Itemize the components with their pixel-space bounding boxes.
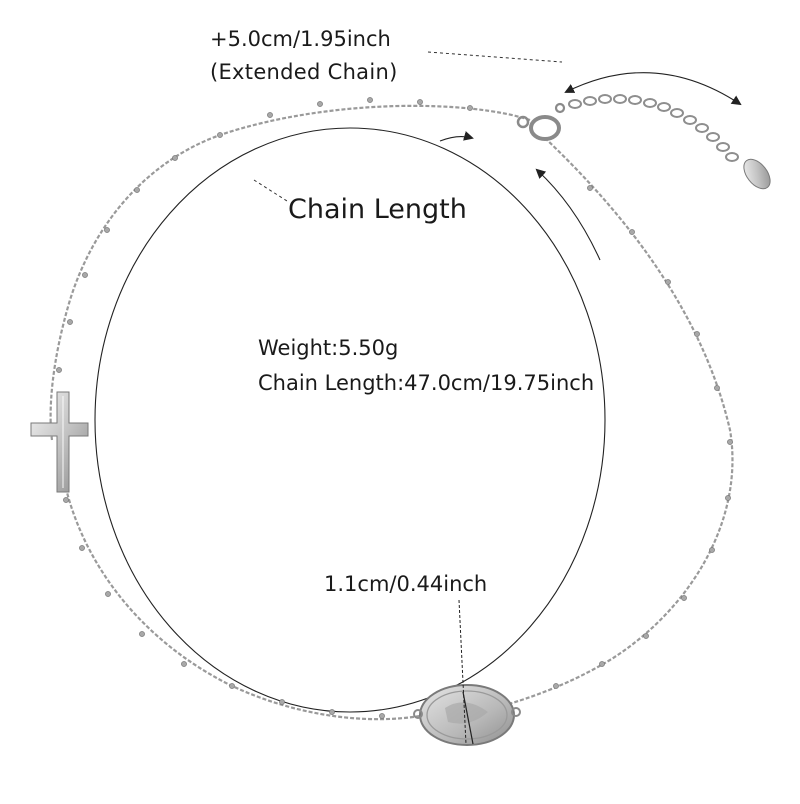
chain-length-arrow (439, 131, 474, 142)
extended-length-label: +5.0cm/1.95inch (210, 27, 391, 51)
chain-length-leader (253, 179, 288, 202)
chain-length-arrow-right (535, 168, 601, 261)
chain-length-title: Chain Length (288, 194, 467, 225)
pendant-dimension-line (458, 599, 467, 745)
extension-tag (743, 158, 771, 190)
weight-spec: Weight:5.50g (258, 336, 399, 360)
cross-charm (30, 391, 89, 493)
extension-chain (568, 94, 739, 162)
extension-arrow (564, 72, 742, 106)
pendant-size-label: 1.1cm/0.44inch (324, 572, 488, 596)
chain-strand-left-lower (60, 469, 421, 721)
chain-strand-right (504, 137, 734, 707)
chain-strand (49, 104, 531, 441)
chain-length-guide-circle (94, 127, 606, 713)
chain-beads (56, 97, 733, 719)
extension-leader (427, 51, 563, 63)
pendant-dimension-line-2 (462, 691, 474, 745)
chain-length-spec: Chain Length:47.0cm/19.75inch (258, 371, 595, 395)
extended-chain-caption: (Extended Chain) (210, 60, 398, 84)
lobster-clasp (516, 102, 566, 141)
